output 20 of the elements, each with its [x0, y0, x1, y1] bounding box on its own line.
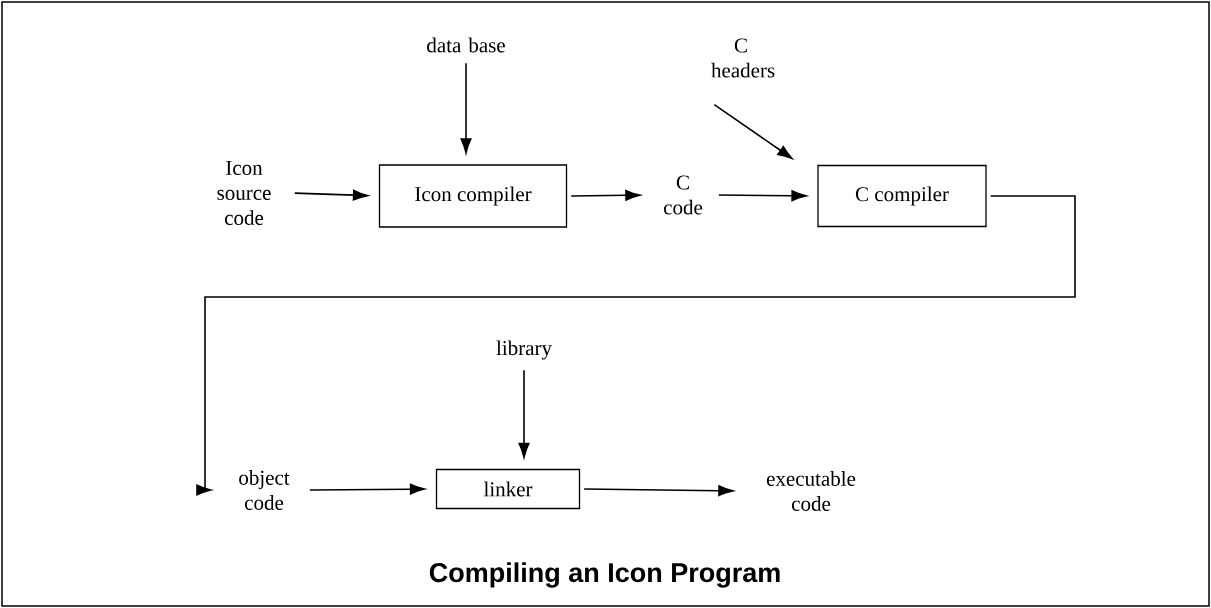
caption: Compiling an Icon Program	[429, 562, 780, 588]
label-text: object code	[239, 470, 290, 510]
label-text: C headers	[711, 38, 775, 78]
label-text: executable code	[766, 471, 856, 511]
arrow	[294, 189, 368, 201]
label-text: C code	[664, 175, 703, 215]
arrow	[196, 195, 1076, 496]
label-text: Icon source code	[217, 161, 271, 225]
arrow	[309, 483, 425, 495]
arrow	[460, 62, 472, 154]
process-box: C compiler	[817, 164, 987, 228]
arrow	[570, 189, 641, 201]
label-text: library	[496, 340, 552, 360]
process-box: linker	[435, 468, 581, 510]
process-box: Icon compiler	[378, 164, 568, 228]
arrow	[713, 103, 793, 159]
arrow	[718, 190, 807, 202]
arrow	[518, 369, 530, 458]
arrow	[583, 485, 734, 497]
label-text: data base	[427, 37, 505, 53]
